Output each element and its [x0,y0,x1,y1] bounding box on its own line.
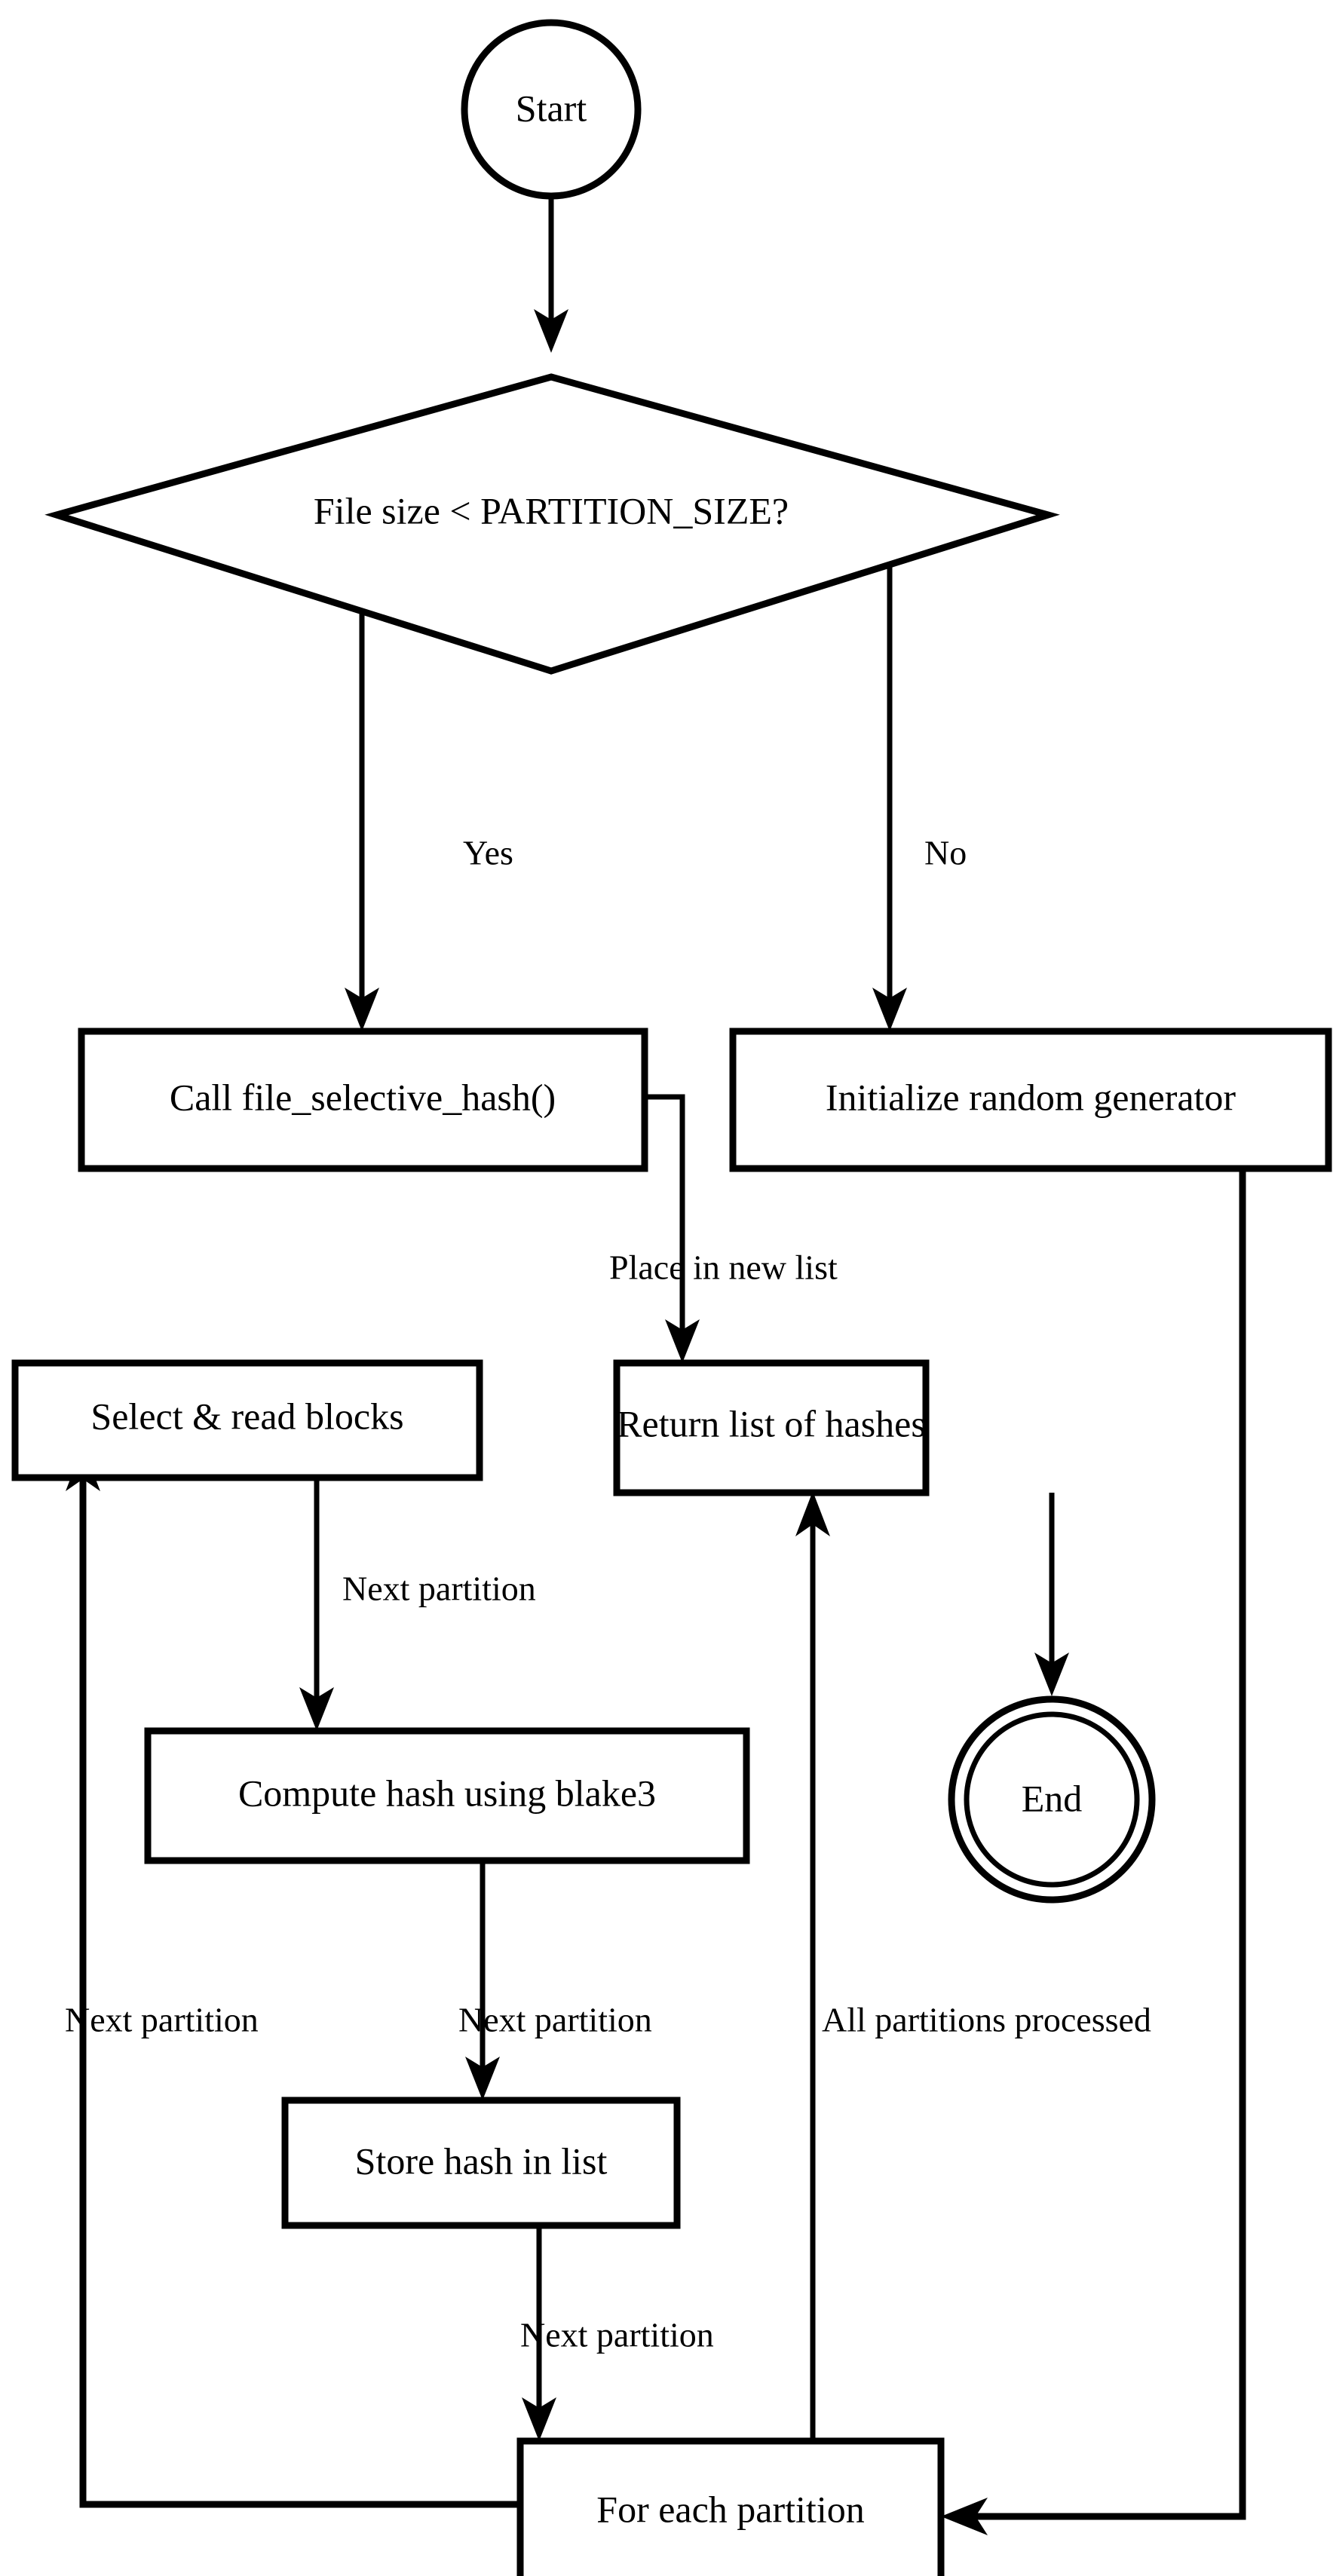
edge-computehash-to-storehash [465,1861,500,2100]
edge-label-no: No [924,834,967,872]
node-store-hash-label: Store hash in list [355,2140,608,2182]
node-start-label: Start [516,87,587,129]
node-return-hashes-label: Return list of hashes [617,1402,926,1444]
node-compute-hash[interactable]: Compute hash using blake3 [144,1727,750,1864]
node-decision[interactable]: File size < PARTITION_SIZE? [44,373,1060,675]
edge-foreach-to-returnhashes [795,1491,830,2443]
edge-label-all-partitions-processed: All partitions processed [822,2001,1151,2039]
edge-storehash-to-foreach [522,2225,556,2441]
node-decision-label: File size < PARTITION_SIZE? [314,489,789,531]
edge-label-next-partition-store-foreach: Next partition [520,2316,714,2354]
node-init-random-label: Initialize random generator [826,1076,1236,1118]
node-select-blocks-label: Select & read blocks [90,1395,403,1437]
edge-returnhashes-to-end [1034,1493,1069,1696]
edge-start-to-decision [534,185,568,353]
node-start[interactable]: Start [461,19,642,200]
edge-decision-no [872,520,907,1031]
edge-callhash-to-returnhashes [645,1094,700,1363]
node-call-hash-label: Call file_selective_hash() [170,1076,556,1118]
node-return-hashes[interactable]: Return list of hashes [613,1359,930,1496]
node-end[interactable]: End [948,1695,1156,1904]
node-for-each[interactable]: For each partition [516,2437,945,2576]
node-call-hash[interactable]: Call file_selective_hash() [78,1028,648,1172]
edge-label-next-partition-select-compute: Next partition [342,1570,536,1608]
edge-label-next-partition-compute-store: Next partition [458,2001,652,2039]
edge-label-yes: Yes [463,834,513,872]
edge-label-place-in-new-list: Place in new list [609,1248,838,1287]
edge-initrandom-to-foreach [941,1169,1246,2535]
node-for-each-label: For each partition [596,2488,864,2530]
node-compute-hash-label: Compute hash using blake3 [238,1772,656,1814]
node-select-blocks[interactable]: Select & read blocks [11,1359,483,1481]
node-store-hash[interactable]: Store hash in list [281,2097,681,2229]
node-end-label: End [1022,1777,1083,1819]
edge-selectblocks-to-computehash [299,1446,334,1731]
edge-label-next-partition-left-loop: Next partition [65,2001,259,2039]
node-init-random[interactable]: Initialize random generator [729,1028,1332,1172]
